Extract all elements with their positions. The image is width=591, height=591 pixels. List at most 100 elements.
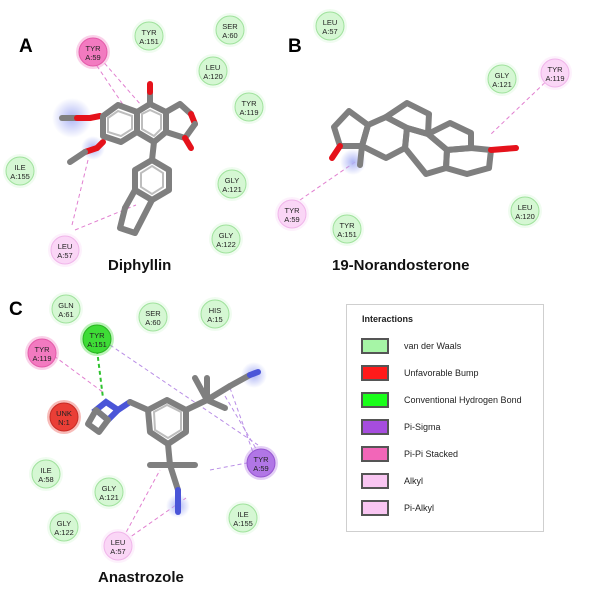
- interaction-line: [125, 497, 187, 541]
- residue-name: TYR: [285, 206, 301, 215]
- residue-circle: [78, 37, 108, 67]
- legend-item: Pi-Alkyl: [361, 499, 434, 517]
- residue-circle: [138, 302, 168, 332]
- residue-circle: [31, 459, 61, 489]
- residue-chain: A:120: [515, 212, 535, 221]
- legend-label: Conventional Hydrogen Bond: [404, 395, 522, 405]
- residue-circle: [332, 214, 362, 244]
- oxygen-bond: [182, 135, 194, 151]
- interaction-line: [224, 395, 259, 453]
- legend-swatch: [361, 500, 389, 516]
- benzene-ring-inner: [152, 403, 182, 440]
- aromatic-ring-inner: [107, 109, 133, 138]
- residue-circle: [49, 402, 79, 432]
- anastrozole-structure: [85, 362, 267, 518]
- interaction-line: [53, 355, 105, 394]
- residue-chain: A:121: [222, 185, 242, 194]
- residue-name: ILE: [40, 466, 51, 475]
- legend-title: Interactions: [362, 314, 414, 324]
- dioxole-ring: [117, 197, 155, 236]
- residue-name: LEU: [206, 63, 221, 72]
- residue-chain: A:61: [58, 310, 73, 319]
- residue-circle: [82, 324, 112, 354]
- residue-name: GLY: [57, 519, 71, 528]
- residue-chain: A:121: [99, 493, 119, 502]
- residue-circle: [198, 56, 228, 86]
- residue-name: TYR: [35, 345, 51, 354]
- interaction-line: [109, 344, 259, 446]
- residue-chain: A:119: [32, 354, 51, 363]
- legend-label: Unfavorable Bump: [404, 368, 479, 378]
- lactone-ring: [163, 121, 198, 141]
- interaction-line: [209, 461, 253, 471]
- legend-item: van der Waals: [361, 337, 461, 355]
- residue-chain: A:60: [222, 31, 237, 40]
- molecule-name-diphyllin: Diphyllin: [108, 257, 171, 274]
- residue-name: TYR: [340, 221, 356, 230]
- residue-name: TYR: [142, 28, 158, 37]
- residue-name: GLY: [219, 231, 233, 240]
- residue-chain: A:151: [87, 340, 107, 349]
- residue-chain: A:59: [284, 215, 299, 224]
- residue-chain: A:155: [233, 519, 253, 528]
- triazole-ring: [85, 407, 111, 435]
- legend-swatch: [361, 338, 389, 354]
- residue-name: SER: [145, 309, 161, 318]
- residue-bubbles: TYRA:59TYRA:151SERA:60LEUA:120TYRA:119IL…: [3, 9, 572, 563]
- residue-circle: [94, 477, 124, 507]
- residue-name: GLY: [102, 484, 116, 493]
- residue-name: GLN: [58, 301, 73, 310]
- residue-chain: A:119: [239, 108, 258, 117]
- residue-circle: [315, 11, 345, 41]
- residue-chain: A:155: [10, 172, 30, 181]
- residue-name: GLY: [495, 71, 509, 80]
- interaction-line: [71, 159, 89, 226]
- norandosterone-structure: [329, 100, 519, 177]
- panel-a-label: A: [19, 36, 33, 57]
- residue-name: LEU: [58, 242, 73, 251]
- residue-name: SER: [222, 22, 238, 31]
- residue-chain: N:1: [58, 418, 70, 427]
- bond: [67, 149, 88, 165]
- hydrogen-bond-line: [96, 349, 104, 399]
- residue-circle: [5, 156, 35, 186]
- bond: [149, 139, 157, 163]
- bond: [127, 399, 151, 413]
- aromatic-ring-inner: [141, 108, 162, 138]
- residue-circle: [27, 338, 57, 368]
- panel-c-interaction-lines: [53, 344, 259, 541]
- residue-circle: [103, 531, 133, 561]
- oxygen-bond: [87, 113, 103, 121]
- residue-circle: [217, 169, 247, 199]
- residue-chain: A:59: [253, 464, 268, 473]
- legend-item: Unfavorable Bump: [361, 364, 479, 382]
- residue-circle: [277, 199, 307, 229]
- residue-chain: A:57: [322, 27, 337, 36]
- interaction-line: [229, 387, 256, 459]
- residue-circle: [51, 294, 81, 324]
- legend-label: Pi-Pi Stacked: [404, 449, 459, 459]
- legend-swatch: [361, 473, 389, 489]
- legend-label: Pi-Alkyl: [404, 503, 435, 513]
- residue-name: TYR: [86, 44, 102, 53]
- steroid-ring-b: [383, 100, 432, 137]
- residue-circle: [211, 224, 241, 254]
- residue-chain: A:122: [216, 240, 236, 249]
- residue-name: UNK: [56, 409, 72, 418]
- legend-label: Alkyl: [404, 476, 424, 486]
- residue-chain: A:119: [545, 74, 564, 83]
- steroid-ring-a2: [443, 145, 494, 177]
- residue-chain: A:151: [337, 230, 357, 239]
